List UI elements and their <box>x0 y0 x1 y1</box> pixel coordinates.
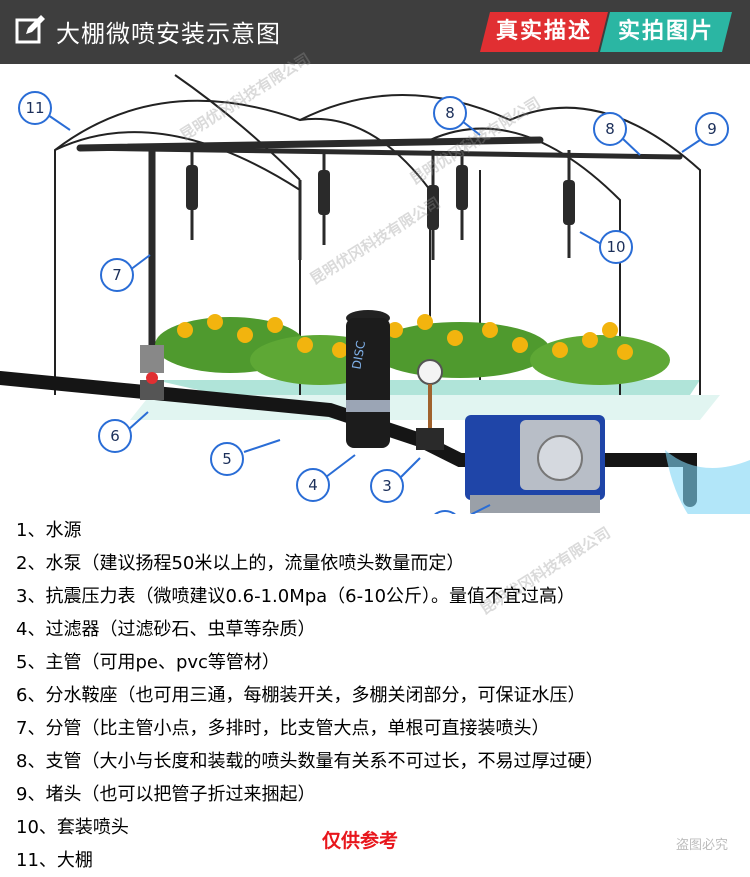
callout-6: 6 <box>110 427 120 445</box>
callout-numbers: 1 2 3 4 5 6 7 8 8 9 10 11 <box>25 99 716 514</box>
reference-only-note: 仅供参考 <box>322 826 398 853</box>
callout-3: 3 <box>382 477 392 495</box>
legend-item: 5、主管（可用pe、pvc等管材） <box>16 646 736 679</box>
water-pump <box>465 415 605 513</box>
page-title: 大棚微喷安装示意图 <box>56 14 281 49</box>
legend-list: 1、水源 2、水泵（建议扬程50米以上的，流量依喷头数量而定） 3、抗震压力表（… <box>16 514 736 877</box>
legend-item: 7、分管（比主管小点，多排时，比支管大点，单根可直接装喷头） <box>16 712 736 745</box>
edit-icon <box>14 14 46 46</box>
disc-filter: DISC <box>346 310 390 448</box>
legend-item: 4、过滤器（过滤砂石、虫草等杂质） <box>16 613 736 646</box>
legend-item: 9、堵头（也可以把管子折过来捆起） <box>16 778 736 811</box>
installation-diagram: DISC <box>0 64 750 514</box>
callout-7: 7 <box>112 266 122 284</box>
callout-8a: 8 <box>445 104 455 122</box>
callout-4: 4 <box>308 476 318 494</box>
callout-9: 9 <box>707 120 717 138</box>
legend-item: 2、水泵（建议扬程50米以上的，流量依喷头数量而定） <box>16 547 736 580</box>
callout-11: 11 <box>25 99 44 117</box>
legend-item: 3、抗震压力表（微喷建议0.6-1.0Mpa（6-10公斤）。量值不宜过高） <box>16 580 736 613</box>
saddle-valve <box>140 345 164 400</box>
callout-5: 5 <box>222 450 232 468</box>
copyright-note: 盗图必究 <box>676 834 728 853</box>
header-bar: 大棚微喷安装示意图 真实描述 实拍图片 <box>0 0 750 64</box>
tab-real-description[interactable]: 真实描述 <box>480 12 608 52</box>
callout-8b: 8 <box>605 120 615 138</box>
flower-bed <box>155 314 670 385</box>
sprinkler-set <box>186 150 575 260</box>
legend-item: 8、支管（大小与长度和装载的喷头数量有关系不可过长，不易过厚过硬） <box>16 745 736 778</box>
tab-real-photos[interactable]: 实拍图片 <box>600 12 732 52</box>
legend-item: 1、水源 <box>16 514 736 547</box>
legend-item: 6、分水鞍座（也可用三通，每棚装开关，多棚关闭部分，可保证水压） <box>16 679 736 712</box>
water-source <box>665 450 750 514</box>
callout-10: 10 <box>606 238 625 256</box>
